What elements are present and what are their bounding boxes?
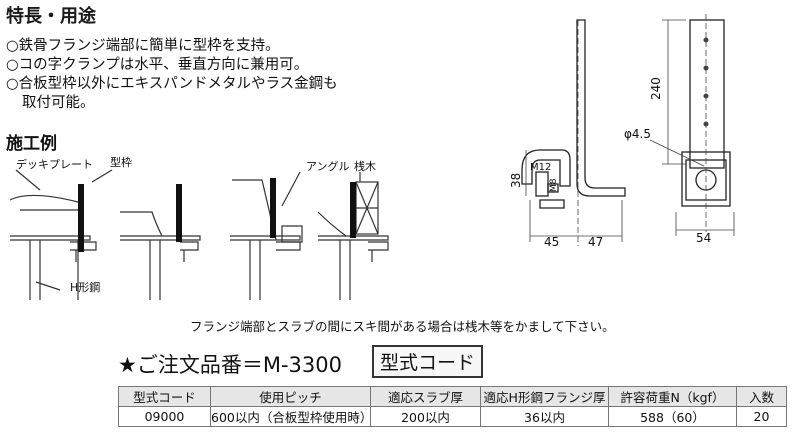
label-formwork: 型枠 [110, 155, 132, 169]
dim-m12: M12 [530, 162, 551, 173]
feature-item: ○コの字クランプは水平、垂直方向に兼用可。 [6, 57, 309, 73]
header-slab-thickness: 適応スラブ厚 [370, 386, 481, 407]
dim-45: 45 [544, 235, 559, 249]
table-row: 09000 600以内（合板型枠使用時） 200以内 36以内 588（60） … [118, 406, 787, 427]
model-code-box: 型式コード [372, 345, 484, 378]
header-pitch: 使用ピッチ [210, 386, 371, 407]
feature-item: ○合板型枠以外にエキスパンドメタルやラス金鋼も [6, 76, 338, 92]
header-quantity: 入数 [736, 386, 787, 407]
feature-item-continued: 取付可能。 [22, 95, 95, 111]
construction-example-illustration: デッキプレート 型枠 アングル 桟木 H形鋼 [9, 155, 389, 300]
label-deck-plate: デッキプレート [16, 157, 93, 171]
dim-54: 54 [696, 231, 711, 245]
cell-model-code: 09000 [118, 406, 211, 427]
gap-note: フランジ端部とスラブの間にスキ間がある場合は桟木等をかまして下さい。 [190, 319, 615, 334]
header-allowable-load: 許容荷重N（kgf） [608, 386, 737, 407]
label-lumber: 桟木 [354, 159, 376, 173]
dim-phi: φ4.5 [624, 127, 651, 141]
cell-slab-thickness: 200以内 [370, 406, 481, 427]
dim-38: 38 [509, 173, 523, 188]
table-header-row: 型式コード 使用ピッチ 適応スラブ厚 適応H形鋼フランジ厚 許容荷重N（kgf）… [118, 386, 787, 407]
cell-flange-thickness: 36以内 [480, 406, 609, 427]
order-number: ★ご注文品番＝M-3300 [118, 353, 342, 377]
header-model-code: 型式コード [118, 386, 211, 407]
dimension-drawing: 240 φ4.5 M12 M8 38 45 47 54 [509, 14, 735, 249]
section-title-features: 特長・用途 [6, 6, 96, 27]
dim-47: 47 [588, 235, 603, 249]
feature-item: ○鉄骨フランジ端部に簡単に型枠を支持。 [6, 38, 280, 54]
dim-240: 240 [649, 77, 663, 100]
header-flange-thickness: 適応H形鋼フランジ厚 [480, 386, 609, 407]
spec-table: 型式コード 使用ピッチ 適応スラブ厚 適応H形鋼フランジ厚 許容荷重N（kgf）… [118, 386, 787, 427]
label-h-steel: H形鋼 [70, 280, 100, 294]
cell-quantity: 20 [736, 406, 787, 427]
cell-allowable-load: 588（60） [608, 406, 737, 427]
label-angle: アングル [306, 159, 350, 173]
dim-m8: M8 [549, 178, 559, 192]
cell-pitch: 600以内（合板型枠使用時） [210, 406, 371, 427]
section-title-example: 施工例 [6, 134, 57, 154]
